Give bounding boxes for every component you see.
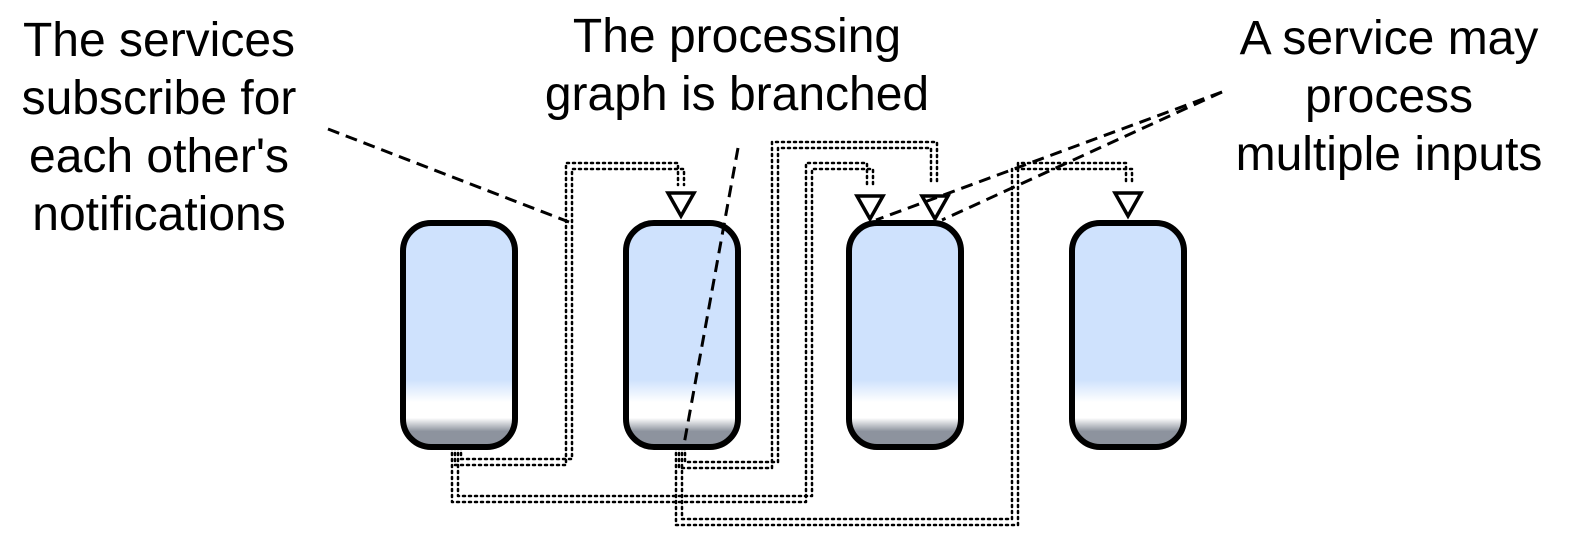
service3-input-a-port-icon (854, 194, 886, 223)
leader-branched (681, 147, 740, 451)
wire-service1-to-service2 (453, 161, 686, 467)
caption-branched: The processing graph is branched (545, 10, 929, 121)
notification-wires (450, 140, 1134, 527)
caption-subscribe-line-2: subscribe for (22, 72, 297, 125)
caption-subscribe-line-4: notifications (32, 188, 285, 241)
wire-service1-to-service3 (450, 161, 875, 504)
leader-subscribe (327, 127, 570, 224)
caption-multiple-line-1: A service may (1240, 12, 1539, 65)
service-box-3 (846, 220, 964, 450)
service-box-2 (623, 220, 741, 450)
caption-subscribe-line-3: each other's (29, 130, 289, 183)
input-ports (665, 191, 1144, 223)
service-box-1 (400, 220, 518, 450)
caption-multiple: A service may process multiple inputs (1236, 12, 1543, 181)
wire-service2-to-service3 (677, 140, 939, 470)
caption-multiple-line-2: process (1305, 70, 1473, 123)
service4-input-port-icon (1112, 191, 1144, 220)
caption-subscribe: The services subscribe for each other's … (22, 14, 297, 241)
service-box-4 (1069, 220, 1187, 450)
wire-service2-to-service4 (674, 161, 1134, 527)
leader-multiple-a (875, 90, 1223, 222)
caption-multiple-line-3: multiple inputs (1236, 128, 1543, 181)
leader-multiple-b (941, 90, 1223, 222)
caption-branched-line-2: graph is branched (545, 68, 929, 121)
caption-branched-line-1: The processing (573, 10, 901, 63)
caption-subscribe-line-1: The services (23, 14, 295, 67)
annotation-leaders (327, 90, 1223, 451)
service-boxes (400, 220, 1187, 450)
service2-input-port-icon (665, 191, 697, 220)
